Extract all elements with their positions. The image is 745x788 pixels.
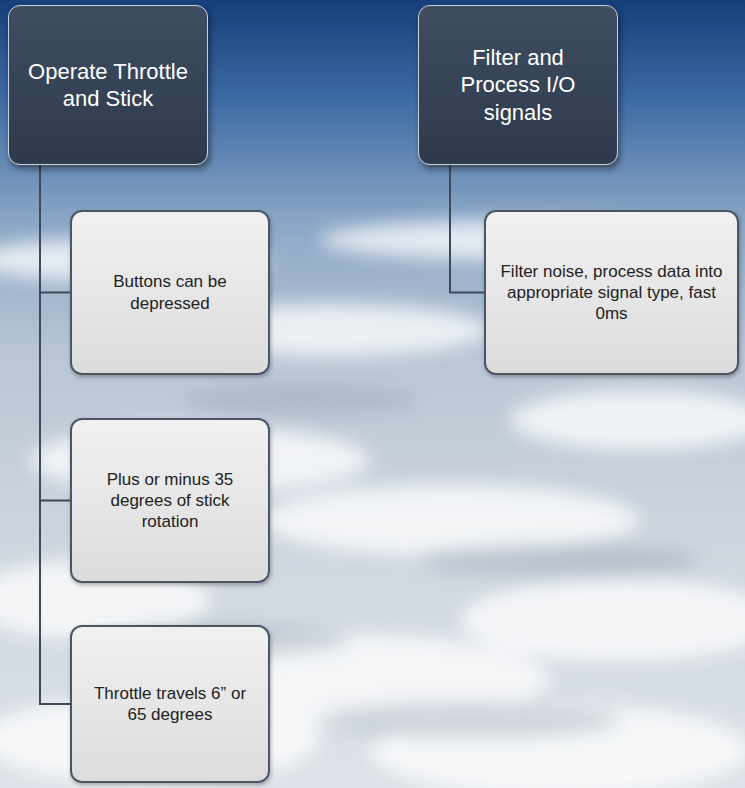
header-text: Operate Throttle and Stick [21,58,195,113]
item-box: Buttons can be depressed [70,210,270,375]
item-text: Throttle travels 6” or 65 degrees [86,683,254,726]
tree-connector [40,165,70,704]
tree-connector [40,165,70,293]
item-text: Filter noise, process data into appropri… [500,261,723,325]
header-text: Filter and Process I/O signals [431,44,605,127]
tree-connector [40,165,70,501]
item-box: Plus or minus 35 degrees of stick rotati… [70,418,270,583]
item-text: Buttons can be depressed [86,271,254,314]
header-box: Operate Throttle and Stick [8,5,208,165]
header-box: Filter and Process I/O signals [418,5,618,165]
item-box: Filter noise, process data into appropri… [484,210,739,375]
item-text: Plus or minus 35 degrees of stick rotati… [86,469,254,533]
item-box: Throttle travels 6” or 65 degrees [70,625,270,783]
tree-connector [450,165,484,293]
